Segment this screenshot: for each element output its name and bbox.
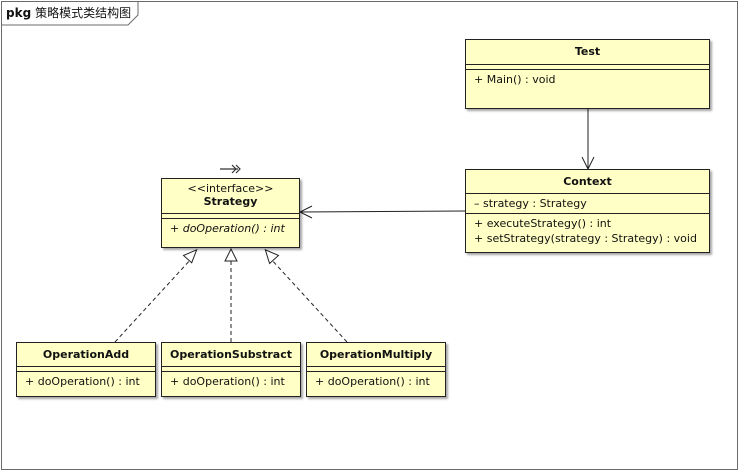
class-context-name: Context — [563, 175, 612, 188]
realization-multiply — [269, 257, 348, 343]
class-test[interactable]: Test + Main() : void — [465, 39, 710, 109]
attribute: – strategy : Strategy — [474, 197, 587, 210]
class-operation-add-name: OperationAdd — [42, 348, 130, 361]
realization-add-arrowhead — [182, 248, 198, 264]
double-arrow-icon — [220, 164, 241, 174]
package-tab-outline — [1, 1, 139, 26]
class-operation-multiply[interactable]: OperationMultiply + doOperation() : int — [306, 342, 446, 397]
operation: + doOperation() : int — [315, 375, 430, 388]
class-context-operations: + executeStrategy() : int + setStrategy(… — [466, 213, 709, 248]
class-test-name: Test — [574, 45, 601, 58]
class-operation-substract-name: OperationSubstract — [169, 348, 292, 361]
operation: + doOperation() : int — [25, 375, 140, 388]
class-operation-substract-operations: + doOperation() : int — [162, 371, 300, 391]
class-operation-add[interactable]: OperationAdd + doOperation() : int — [16, 342, 156, 397]
operation: + doOperation() : int — [170, 375, 285, 388]
operation: + setStrategy(strategy : Strategy) : voi… — [474, 232, 697, 245]
class-operation-add-operations: + doOperation() : int — [17, 371, 155, 391]
class-operation-substract-attributes — [162, 366, 300, 371]
class-context[interactable]: Context – strategy : Strategy + executeS… — [465, 169, 710, 253]
class-operation-add-attributes — [17, 366, 155, 371]
class-strategy-name: Strategy — [203, 195, 258, 208]
context-strategy-association — [299, 210, 466, 213]
class-strategy[interactable]: <<interface>> Strategy + doOperation() :… — [161, 178, 300, 248]
realization-add — [114, 257, 193, 343]
operation: + Main() : void — [474, 73, 556, 86]
realization-substract-arrowhead — [224, 247, 238, 262]
class-strategy-attributes — [162, 213, 299, 218]
class-context-attributes: – strategy : Strategy — [466, 193, 709, 213]
package-name: 策略模式类结构图 — [35, 6, 132, 20]
class-operation-multiply-name: OperationMultiply — [319, 348, 433, 361]
class-test-attributes — [466, 64, 709, 69]
class-operation-substract[interactable]: OperationSubstract + doOperation() : int — [161, 342, 301, 397]
class-strategy-operations: + doOperation() : int — [162, 218, 299, 238]
class-strategy-stereotype: <<interface>> — [187, 182, 274, 195]
class-test-operations: + Main() : void — [466, 69, 709, 89]
class-operation-multiply-attributes — [307, 366, 445, 371]
package-keyword: pkg — [6, 6, 32, 20]
operation: + doOperation() : int — [170, 222, 285, 235]
realization-multiply-arrowhead — [264, 248, 280, 265]
class-operation-multiply-operations: + doOperation() : int — [307, 371, 445, 391]
context-strategy-arrowhead — [298, 205, 313, 219]
operation: + executeStrategy() : int — [474, 217, 612, 230]
